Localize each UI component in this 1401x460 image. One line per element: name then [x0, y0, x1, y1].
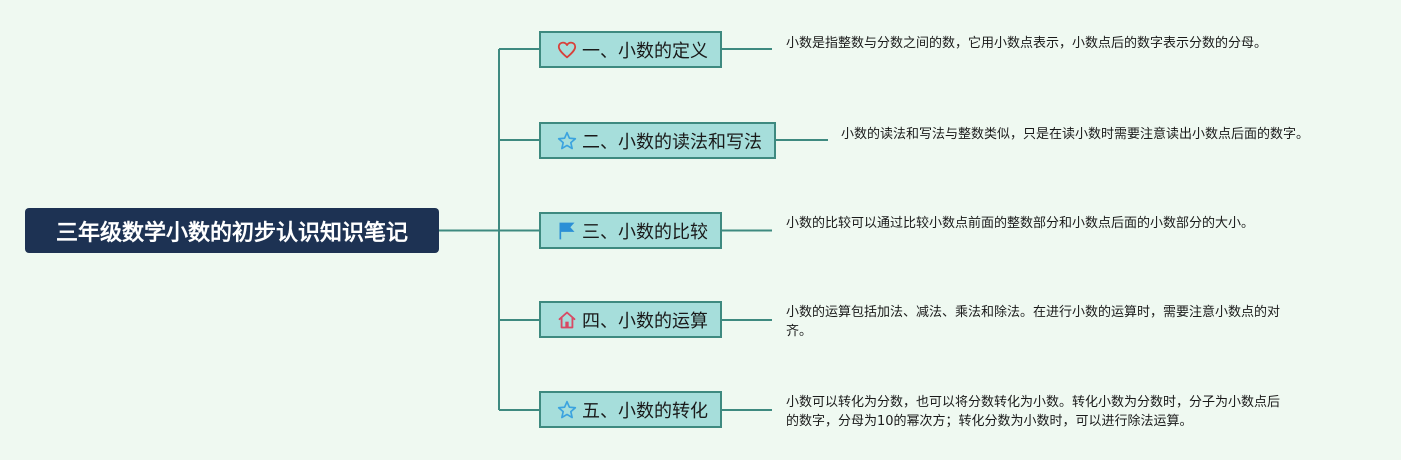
- branch-label: 二、小数的读法和写法: [582, 131, 762, 153]
- branch-conversion[interactable]: 五、小数的转化: [539, 391, 722, 428]
- branch-label: 一、小数的定义: [582, 40, 708, 62]
- branch-note-definition: 小数是指整数与分数之间的数，它用小数点表示，小数点后的数字表示分数的分母。: [786, 36, 1268, 51]
- branch-note-conversion: 小数可以转化为分数，也可以将分数转化为小数。转化小数为分数时，分子为小数点后的数…: [786, 395, 1281, 429]
- flag-icon: [557, 221, 577, 241]
- branch-reading-writing[interactable]: 二、小数的读法和写法: [539, 122, 776, 159]
- home-icon: [557, 310, 577, 330]
- star-icon: [557, 131, 577, 151]
- root-title: 三年级数学小数的初步认识知识笔记: [55, 220, 408, 246]
- root-topic[interactable]: 三年级数学小数的初步认识知识笔记: [25, 208, 439, 253]
- branch-operations[interactable]: 四、小数的运算: [539, 301, 722, 338]
- branch-comparison[interactable]: 三、小数的比较: [539, 212, 722, 249]
- branch-label: 三、小数的比较: [582, 221, 708, 243]
- branch-note-operations: 小数的运算包括加法、减法、乘法和除法。在进行小数的运算时，需要注意小数点的对齐。: [786, 305, 1281, 339]
- heart-icon: [557, 41, 577, 59]
- branch-label: 四、小数的运算: [582, 310, 708, 332]
- branch-label: 五、小数的转化: [582, 400, 708, 422]
- branch-note-reading-writing: 小数的读法和写法与整数类似，只是在读小数时需要注意读出小数点后面的数字。: [841, 127, 1310, 142]
- star-icon: [557, 400, 577, 420]
- branch-definition[interactable]: 一、小数的定义: [539, 31, 722, 68]
- branch-note-comparison: 小数的比较可以通过比较小数点前面的整数部分和小数点后面的小数部分的大小。: [786, 216, 1255, 231]
